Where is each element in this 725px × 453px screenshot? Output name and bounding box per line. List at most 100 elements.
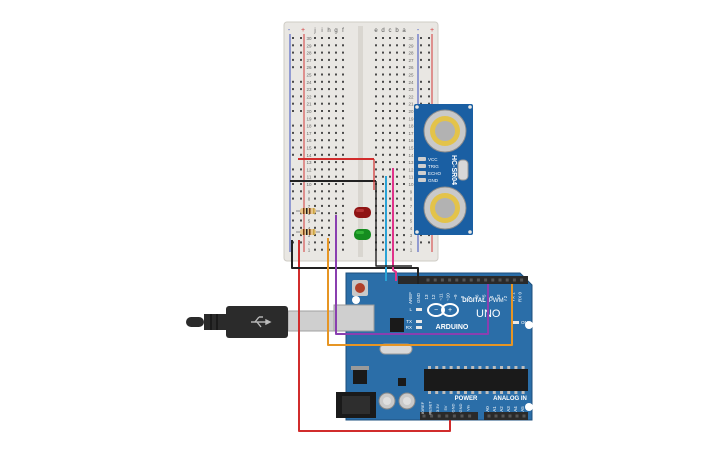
breadboard-hole[interactable] — [382, 219, 384, 222]
breadboard-hole[interactable] — [321, 219, 323, 222]
breadboard-hole[interactable] — [396, 102, 398, 105]
breadboard-hole[interactable] — [389, 51, 391, 54]
power-pin[interactable] — [437, 414, 441, 418]
breadboard-hole[interactable] — [321, 124, 323, 127]
breadboard-hole[interactable] — [342, 153, 344, 156]
rail-hole[interactable] — [292, 139, 294, 142]
breadboard-hole[interactable] — [382, 131, 384, 134]
breadboard-hole[interactable] — [321, 73, 323, 76]
breadboard-hole[interactable] — [403, 248, 405, 251]
breadboard-hole[interactable] — [342, 117, 344, 120]
rail-hole[interactable] — [300, 146, 302, 149]
breadboard-hole[interactable] — [403, 153, 405, 156]
breadboard-hole[interactable] — [321, 153, 323, 156]
breadboard-hole[interactable] — [314, 102, 316, 105]
breadboard-hole[interactable] — [403, 146, 405, 149]
digital-pin[interactable] — [469, 278, 473, 282]
breadboard-hole[interactable] — [382, 190, 384, 193]
breadboard-hole[interactable] — [321, 190, 323, 193]
digital-pin[interactable] — [520, 278, 524, 282]
breadboard-hole[interactable] — [396, 190, 398, 193]
breadboard-hole[interactable] — [321, 168, 323, 171]
breadboard-hole[interactable] — [396, 95, 398, 98]
breadboard-hole[interactable] — [382, 241, 384, 244]
rail-hole[interactable] — [292, 124, 294, 127]
breadboard-hole[interactable] — [342, 197, 344, 200]
analog-header[interactable] — [484, 412, 528, 420]
breadboard-hole[interactable] — [389, 44, 391, 47]
breadboard-hole[interactable] — [403, 234, 405, 237]
rail-hole[interactable] — [428, 95, 430, 98]
rail-hole[interactable] — [300, 124, 302, 127]
rail-hole[interactable] — [420, 95, 422, 98]
power-pin[interactable] — [460, 414, 464, 418]
power-pin[interactable] — [430, 414, 434, 418]
breadboard-hole[interactable] — [342, 44, 344, 47]
analog-pin[interactable] — [522, 414, 526, 418]
breadboard-hole[interactable] — [328, 73, 330, 76]
breadboard-hole[interactable] — [389, 153, 391, 156]
rail-hole[interactable] — [300, 175, 302, 178]
breadboard-hole[interactable] — [328, 219, 330, 222]
breadboard-hole[interactable] — [328, 88, 330, 91]
digital-pin[interactable] — [498, 278, 502, 282]
wire-black-sensor-gnd[interactable] — [375, 181, 412, 267]
breadboard-hole[interactable] — [389, 80, 391, 83]
breadboard-hole[interactable] — [321, 175, 323, 178]
breadboard-hole[interactable] — [389, 212, 391, 215]
breadboard-hole[interactable] — [328, 168, 330, 171]
rail-hole[interactable] — [292, 95, 294, 98]
breadboard-hole[interactable] — [389, 241, 391, 244]
breadboard-hole[interactable] — [314, 219, 316, 222]
wire-black-gnd[interactable] — [291, 240, 419, 284]
breadboard-hole[interactable] — [396, 153, 398, 156]
breadboard-hole[interactable] — [321, 146, 323, 149]
rail-hole[interactable] — [420, 234, 422, 237]
digital-pin[interactable] — [455, 278, 459, 282]
breadboard-hole[interactable] — [403, 124, 405, 127]
breadboard-hole[interactable] — [314, 37, 316, 39]
breadboard-hole[interactable] — [382, 37, 384, 39]
breadboard-hole[interactable] — [314, 248, 316, 251]
breadboard-hole[interactable] — [382, 117, 384, 120]
breadboard-hole[interactable] — [389, 226, 391, 229]
rail-hole[interactable] — [300, 153, 302, 156]
analog-pin[interactable] — [494, 414, 498, 418]
breadboard-hole[interactable] — [382, 204, 384, 207]
breadboard-hole[interactable] — [389, 183, 391, 185]
breadboard-hole[interactable] — [328, 37, 330, 39]
rail-hole[interactable] — [428, 88, 430, 91]
breadboard-hole[interactable] — [321, 44, 323, 47]
breadboard-hole[interactable] — [382, 110, 384, 112]
breadboard-hole[interactable] — [342, 58, 344, 61]
breadboard-hole[interactable] — [335, 161, 337, 164]
breadboard-hole[interactable] — [321, 102, 323, 105]
breadboard-hole[interactable] — [389, 110, 391, 112]
breadboard-hole[interactable] — [342, 226, 344, 229]
breadboard-hole[interactable] — [403, 95, 405, 98]
breadboard-hole[interactable] — [342, 175, 344, 178]
digital-pin[interactable] — [426, 278, 430, 282]
rail-hole[interactable] — [300, 95, 302, 98]
breadboard-hole[interactable] — [382, 226, 384, 229]
breadboard-hole[interactable] — [375, 51, 377, 54]
breadboard-hole[interactable] — [335, 117, 337, 120]
breadboard-hole[interactable] — [314, 44, 316, 47]
breadboard-hole[interactable] — [335, 190, 337, 193]
rail-hole[interactable] — [428, 102, 430, 105]
digital-pin[interactable] — [491, 278, 495, 282]
breadboard-hole[interactable] — [342, 110, 344, 112]
breadboard-hole[interactable] — [389, 168, 391, 171]
breadboard-hole[interactable] — [396, 124, 398, 127]
breadboard-hole[interactable] — [396, 80, 398, 83]
breadboard-hole[interactable] — [328, 66, 330, 69]
breadboard-hole[interactable] — [375, 73, 377, 76]
breadboard-hole[interactable] — [342, 146, 344, 149]
breadboard-hole[interactable] — [335, 80, 337, 83]
breadboard-hole[interactable] — [403, 161, 405, 164]
breadboard-hole[interactable] — [342, 66, 344, 69]
breadboard-hole[interactable] — [389, 131, 391, 134]
rail-hole[interactable] — [292, 190, 294, 193]
breadboard-hole[interactable] — [403, 219, 405, 222]
